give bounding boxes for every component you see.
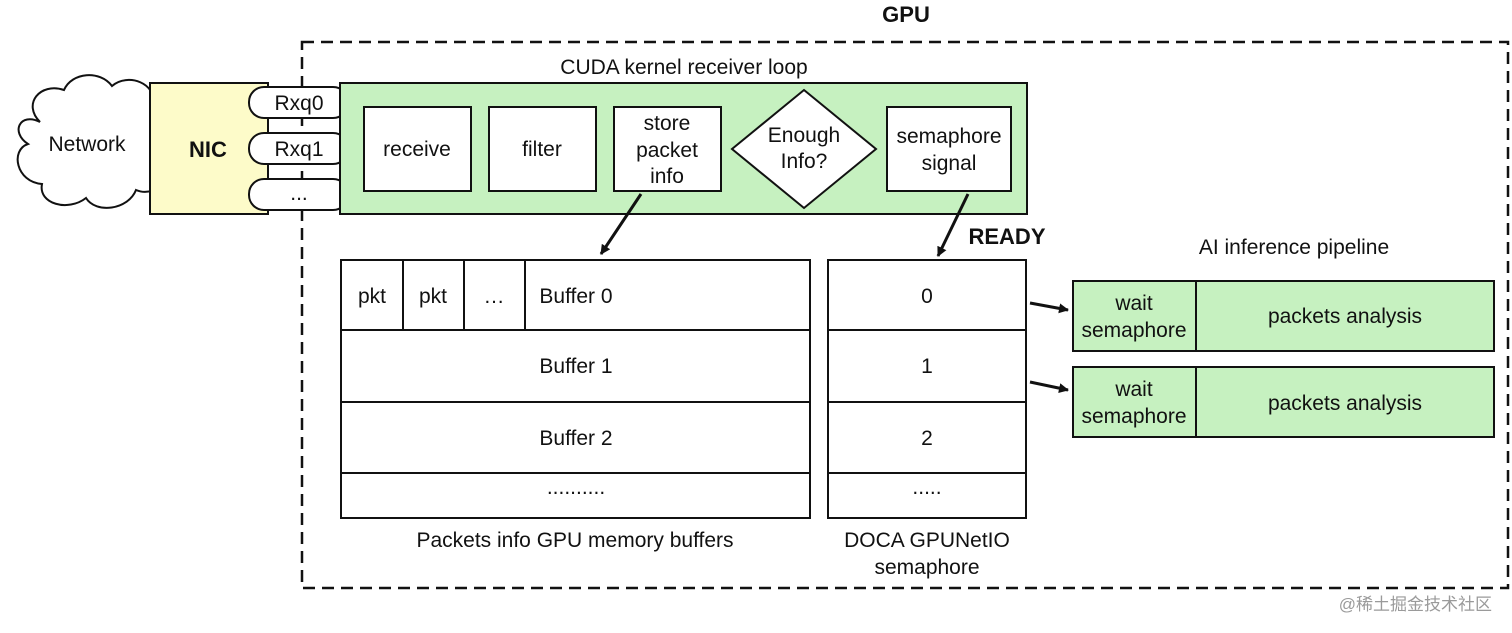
semaphore-row-label: 1: [921, 355, 933, 378]
svg-text:Info?: Info?: [781, 150, 828, 173]
ready-label: READY: [968, 224, 1045, 249]
store-packet-info-step: store packet info: [613, 106, 722, 192]
svg-text:Enough: Enough: [768, 124, 840, 147]
wait-semaphore-label: wait: [1114, 378, 1153, 401]
svg-text:info: info: [650, 165, 684, 188]
svg-text:packet: packet: [636, 139, 698, 162]
rx-queue-more: ...: [248, 178, 349, 211]
store-to-buffer-arrow: [599, 193, 643, 255]
rx-queue-1: Rxq1: [248, 132, 349, 165]
enough-info-decision: Enough Info?: [730, 88, 878, 210]
svg-text:Rxq1: Rxq1: [274, 138, 323, 161]
wait-semaphore-label: semaphore: [1081, 405, 1186, 428]
pipeline-title: AI inference pipeline: [1199, 236, 1389, 259]
semaphore-row-label: 0: [921, 285, 933, 308]
gpu-label: GPU: [882, 2, 930, 27]
svg-text:receive: receive: [383, 138, 451, 161]
semaphore-to-pipeline-arrow: [1029, 380, 1069, 394]
watermark: @稀土掘金技术社区: [1339, 595, 1492, 614]
network-cloud-icon: Network: [16, 74, 173, 209]
semaphore-to-pipeline-arrow: [1029, 301, 1069, 314]
wait-semaphore-label: wait: [1114, 292, 1153, 315]
svg-text:semaphore: semaphore: [896, 125, 1001, 148]
gpu-memory-buffers: pkt pkt … Buffer 0 Buffer 1 Buffer 2 ...…: [340, 259, 811, 519]
wait-semaphore-label: semaphore: [1081, 319, 1186, 342]
pipeline-stage: wait semaphore packets analysis: [1072, 366, 1495, 438]
kernel-title: CUDA kernel receiver loop: [560, 56, 807, 79]
packets-analysis-label: packets analysis: [1268, 305, 1422, 328]
pkt-cell: pkt: [419, 285, 447, 308]
pipeline-stage: wait semaphore packets analysis: [1072, 280, 1495, 352]
semaphore-caption: DOCA GPUNetIO: [844, 529, 1010, 552]
receive-step: receive: [363, 106, 472, 192]
semaphore-table: 0 1 2 .....: [827, 259, 1027, 519]
buffer-row-label: Buffer 2: [539, 427, 612, 450]
buffer-row-label: Buffer 1: [539, 355, 612, 378]
svg-text:...: ...: [290, 182, 308, 205]
svg-text:store: store: [644, 112, 691, 135]
semaphore-caption: semaphore: [874, 556, 979, 579]
filter-step: filter: [488, 106, 597, 192]
gpu-boundary: [300, 40, 1510, 590]
pkt-cell: …: [484, 285, 505, 308]
svg-text:Rxq0: Rxq0: [274, 92, 323, 115]
network-label: Network: [48, 133, 126, 156]
pkt-cell: pkt: [358, 285, 386, 308]
buffer-row-label: Buffer 0: [539, 285, 612, 308]
svg-text:filter: filter: [522, 138, 562, 161]
signal-to-semaphore-arrow: [936, 193, 970, 257]
semaphore-signal-step: semaphore signal: [886, 106, 1012, 192]
buffer-row-label: ..........: [547, 476, 605, 499]
packets-analysis-label: packets analysis: [1268, 392, 1422, 415]
semaphore-row-label: 2: [921, 427, 933, 450]
semaphore-row-label: .....: [912, 476, 941, 499]
rx-queue-0: Rxq0: [248, 86, 349, 119]
svg-text:signal: signal: [922, 152, 977, 175]
nic-label: NIC: [189, 137, 227, 162]
buffers-caption: Packets info GPU memory buffers: [416, 529, 733, 552]
